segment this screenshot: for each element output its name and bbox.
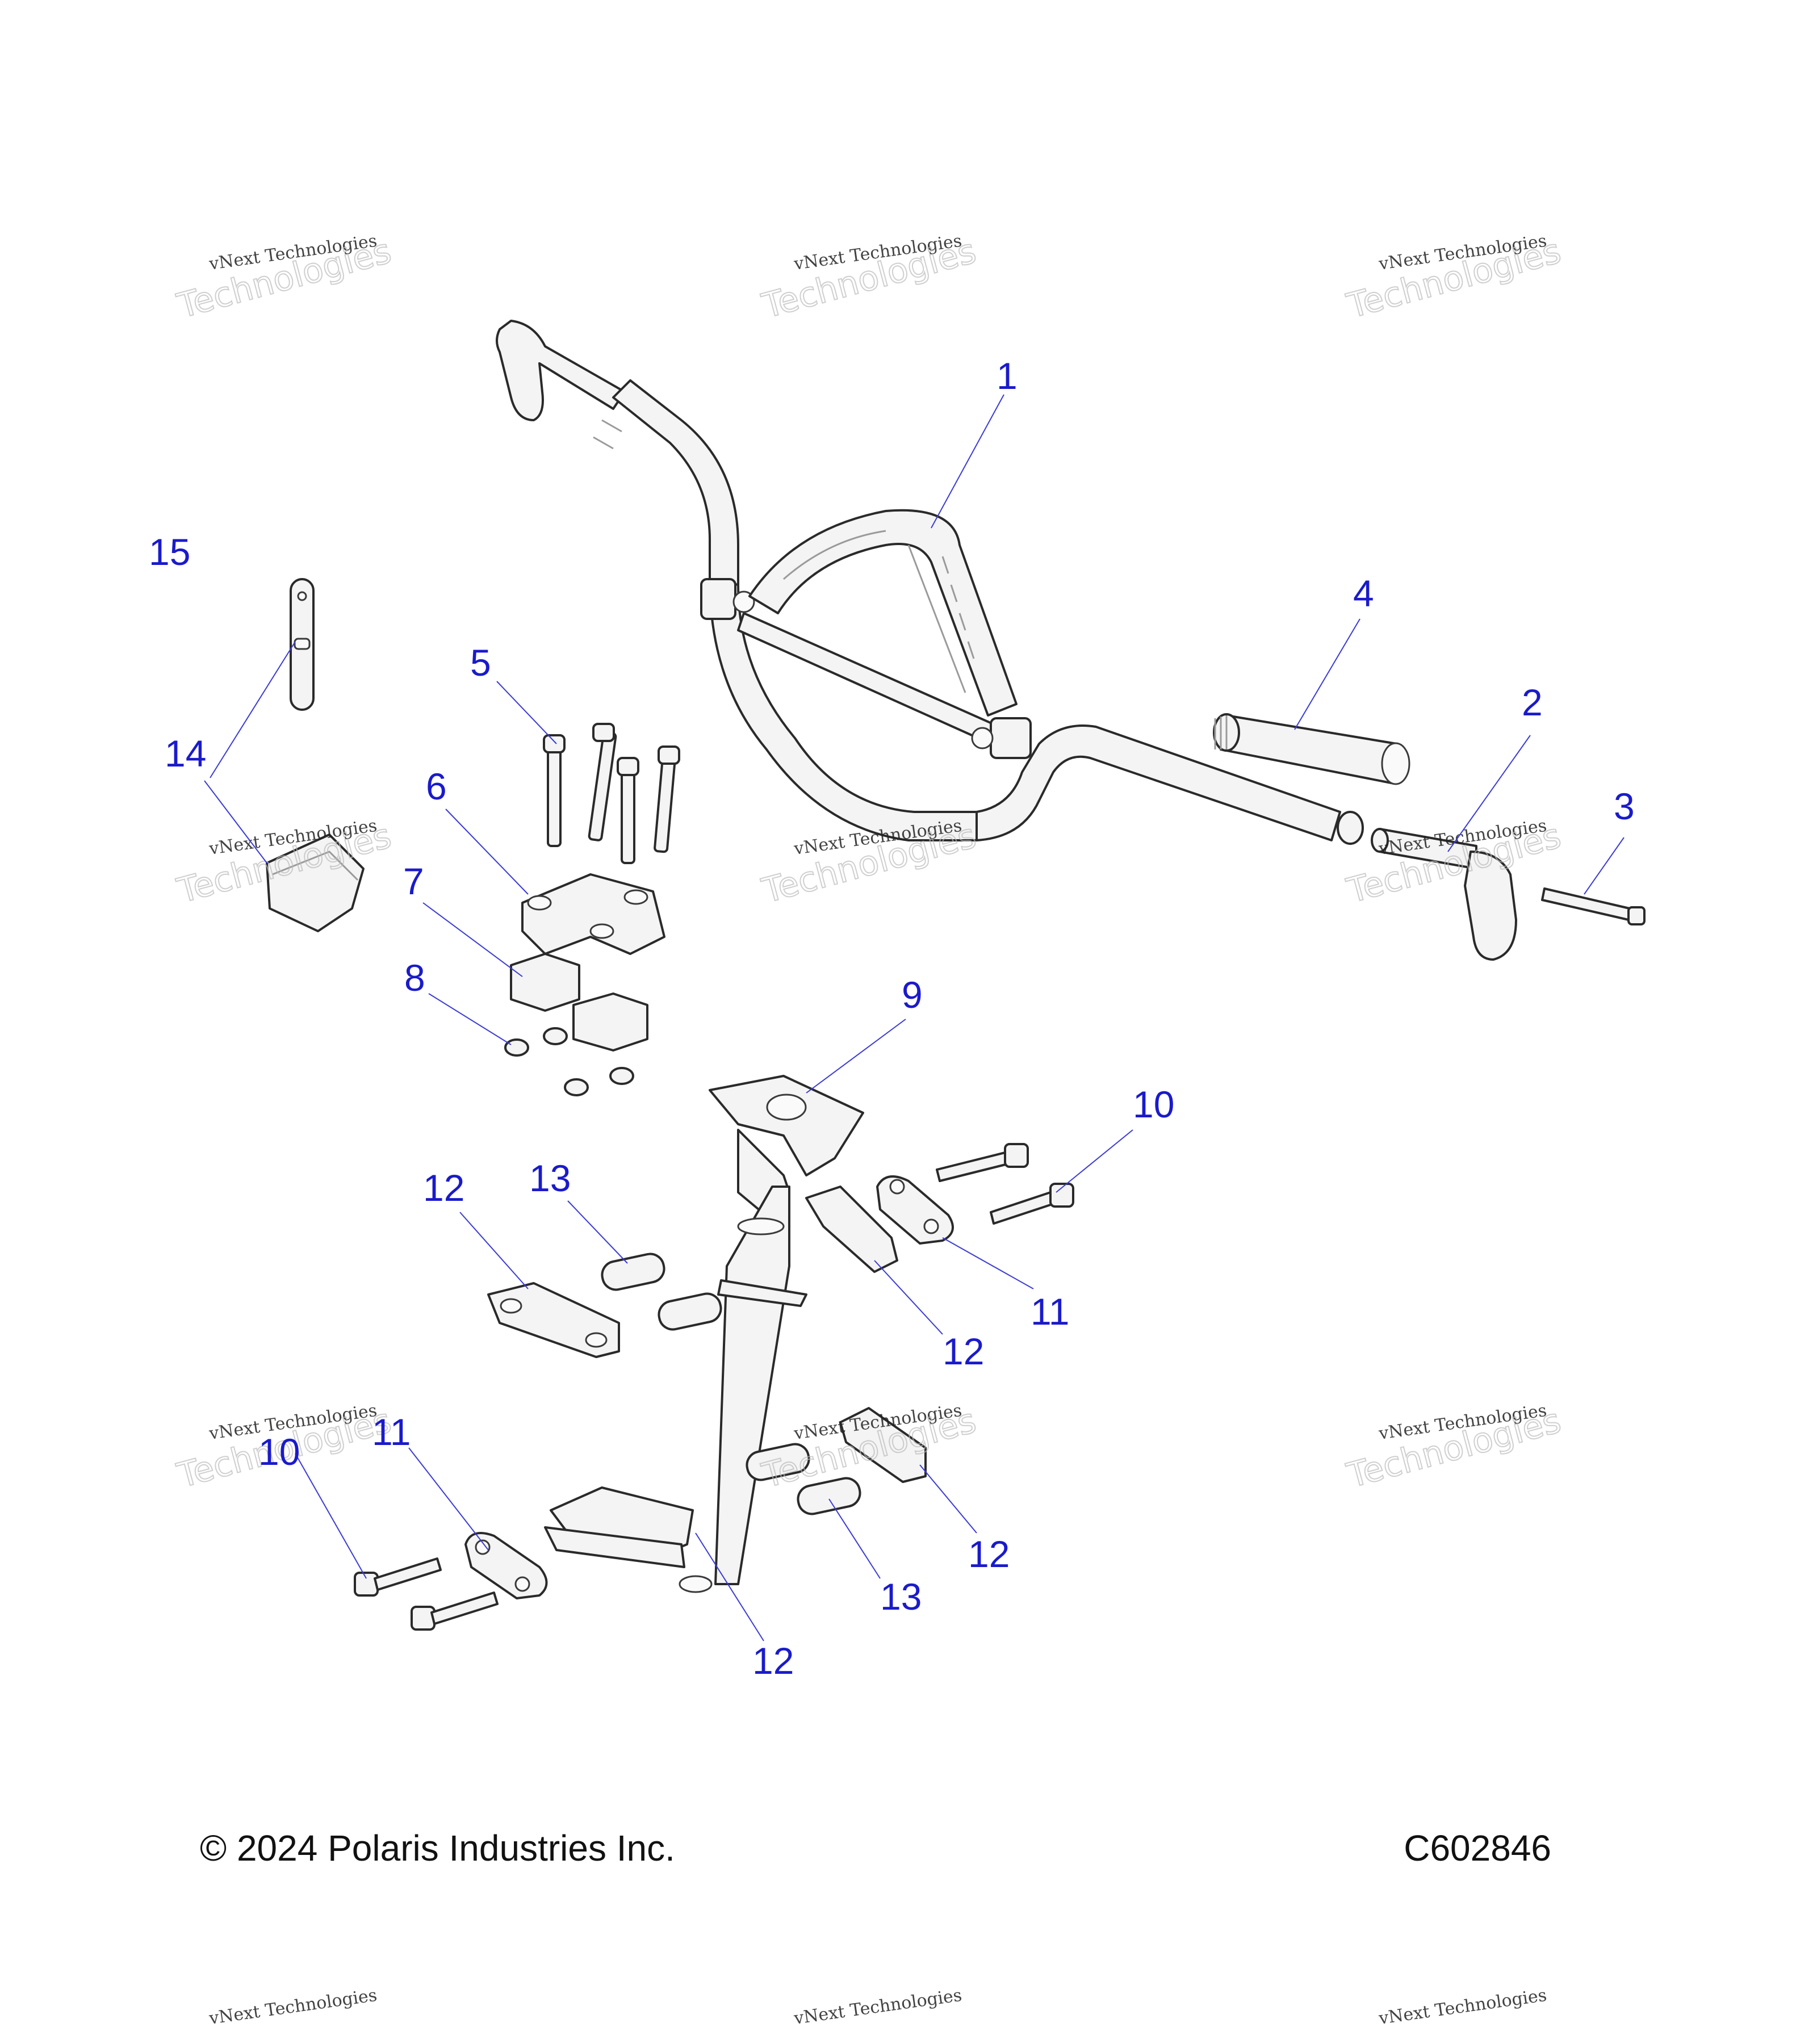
callout-11-lower: 11: [372, 1411, 411, 1453]
clamp-bolts: [543, 723, 680, 864]
callout-10-upper: 10: [1133, 1083, 1174, 1125]
callout-14: 14: [165, 732, 206, 774]
callout-12-upper-left: 12: [423, 1167, 464, 1209]
callout-1: 1: [997, 355, 1018, 397]
callout-2: 2: [1522, 681, 1543, 723]
copyright-notice: © 2024 Polaris Industries Inc.: [200, 1828, 675, 1869]
upper-clamp: [521, 873, 665, 955]
svg-text:vNext Technologies: vNext Technologies: [792, 1986, 963, 2029]
mount-bolts-lower: [354, 1557, 499, 1631]
handlebar: [496, 320, 1364, 845]
leader-lines: [204, 394, 1625, 1641]
callout-12-lower-right: 12: [968, 1533, 1010, 1575]
hand-grip: [1213, 713, 1410, 785]
steering-post: [679, 1075, 864, 1593]
figure-id: C602846: [1404, 1828, 1551, 1869]
link-plate-lower: [464, 1532, 548, 1599]
mount-bolts-upper: [936, 1143, 1074, 1225]
callout-5: 5: [470, 642, 491, 684]
watermarks: vNext Technologies Technologies vNext Te…: [173, 231, 1565, 2029]
callout-10-lower: 10: [258, 1431, 300, 1473]
callout-labels: 1 2 3 4 5 6 7 8 9 10 11 12 12 13 14 15 1…: [149, 355, 1635, 1682]
bar-end: [1371, 828, 1517, 961]
bar-end-bolt: [1541, 887, 1646, 925]
strap-plate: [290, 578, 315, 711]
callout-8: 8: [404, 957, 425, 999]
spacers: [601, 1253, 861, 1515]
callout-7: 7: [403, 860, 424, 902]
callout-13-lower: 13: [880, 1576, 922, 1618]
callout-6: 6: [426, 765, 447, 807]
svg-text:vNext Technologies: vNext Technologies: [207, 1986, 378, 2029]
callout-12-upper-right: 12: [943, 1330, 984, 1372]
flange-nuts: [504, 1027, 634, 1096]
callout-11-upper: 11: [1031, 1291, 1070, 1333]
callout-3: 3: [1614, 785, 1635, 827]
callout-4: 4: [1353, 572, 1374, 614]
lower-clamps: [510, 953, 648, 1052]
callout-9: 9: [902, 974, 923, 1016]
callout-12-lower-center: 12: [752, 1640, 794, 1682]
svg-text:vNext Technologies: vNext Technologies: [1377, 1986, 1548, 2029]
link-plate-upper: [876, 1175, 954, 1245]
clamp-cover: [266, 833, 365, 932]
callout-15: 15: [149, 531, 190, 573]
callout-13-upper: 13: [529, 1157, 571, 1199]
clamp-blocks: [487, 1186, 927, 1568]
